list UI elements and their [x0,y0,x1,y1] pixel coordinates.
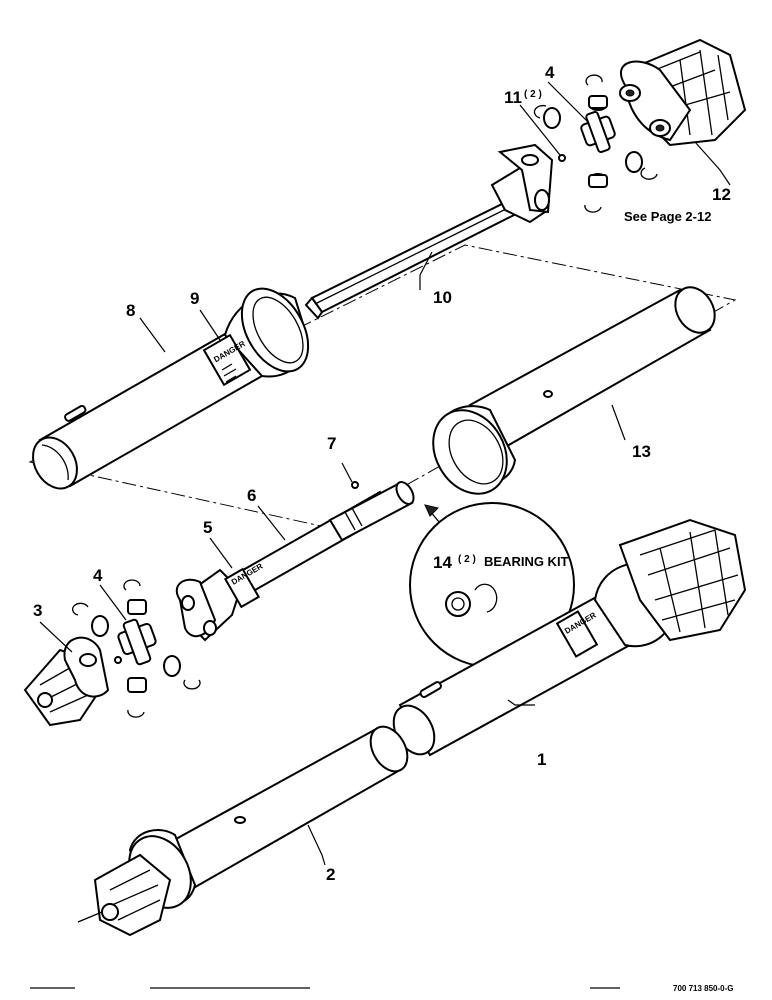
callout-3: 3 [33,601,42,620]
bearing-kit-label: BEARING KIT [484,554,569,569]
callout-4-upper: 4 [545,63,555,82]
lower-guard-tube [432,286,716,495]
callout-2: 2 [326,865,335,884]
callout-14: 14 [433,553,452,572]
inner-tube-with-yoke: DANGER [175,481,415,642]
tractor-end-yoke [23,636,110,727]
callout-11-quantity: ( 2 ) [524,89,542,100]
drawing-number: 700 713 850-0-G [673,984,734,993]
callout-10: 10 [433,288,452,307]
see-page-note: See Page 2-12 [624,209,711,224]
upper-shaft-yoke [490,143,554,224]
assembly-boundary-dashed [28,244,737,529]
callout-9: 9 [190,289,199,308]
callout-12: 12 [712,185,731,204]
square-shaft [304,198,522,320]
lower-cross-kit [72,579,201,718]
callout-7: 7 [327,434,336,453]
callout-4-lower: 4 [93,566,103,585]
callout-14-quantity: ( 2 ) [458,554,476,565]
upper-cross-kit [533,74,658,213]
callout-5: 5 [203,518,212,537]
upper-guard-tube: DANGER [32,287,310,490]
inner-shaft [77,725,409,937]
callout-11: 11 [504,88,522,107]
callout-13: 13 [632,442,651,461]
leader-lines [39,81,731,866]
upper-cv-yoke-guard [619,38,747,147]
callout-6: 6 [247,486,256,505]
callout-8: 8 [126,301,135,320]
callout-1: 1 [537,750,546,769]
outer-shaft-tube: DANGER [392,518,747,757]
